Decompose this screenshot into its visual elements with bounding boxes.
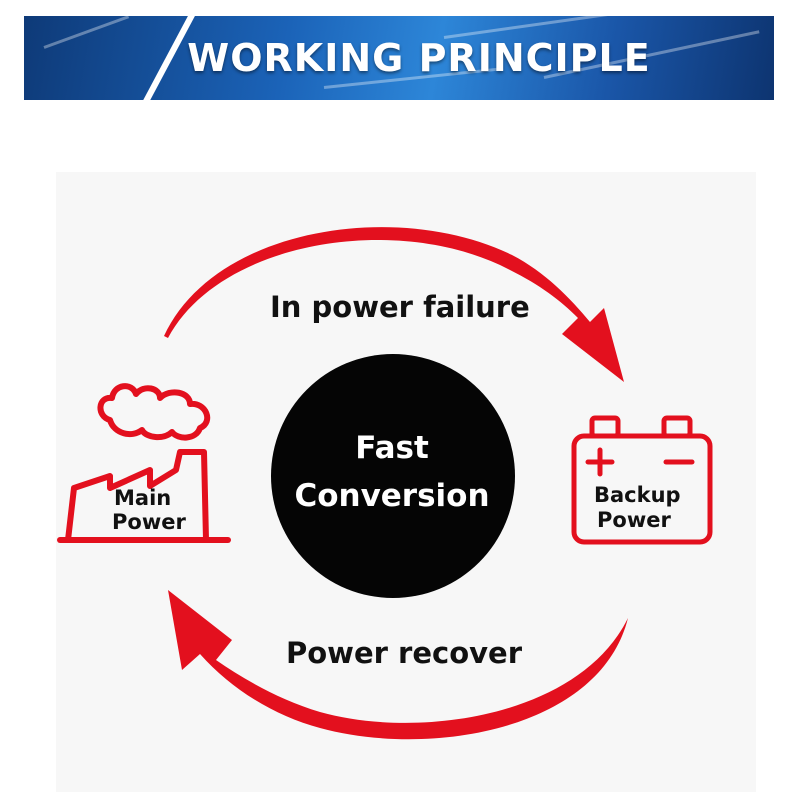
- top-arrow: [164, 227, 624, 382]
- bottom-arrow-label: Power recover: [286, 636, 522, 670]
- backup-power-label-line2: Power: [597, 508, 671, 532]
- main-power-label-line1: Main: [114, 486, 172, 510]
- center-label-line2: Conversion: [294, 478, 490, 514]
- bottom-arrow: [168, 590, 628, 740]
- main-power-label-line2: Power: [112, 510, 186, 534]
- factory-icon: [57, 383, 231, 543]
- header-banner: WORKING PRINCIPLE: [24, 16, 774, 100]
- top-arrow-label: In power failure: [270, 290, 530, 324]
- backup-power-label-line1: Backup: [594, 483, 681, 507]
- center-circle: [271, 354, 515, 598]
- battery-icon: [571, 415, 713, 545]
- banner-title: WORKING PRINCIPLE: [187, 36, 651, 80]
- center-label-line1: Fast: [355, 430, 429, 466]
